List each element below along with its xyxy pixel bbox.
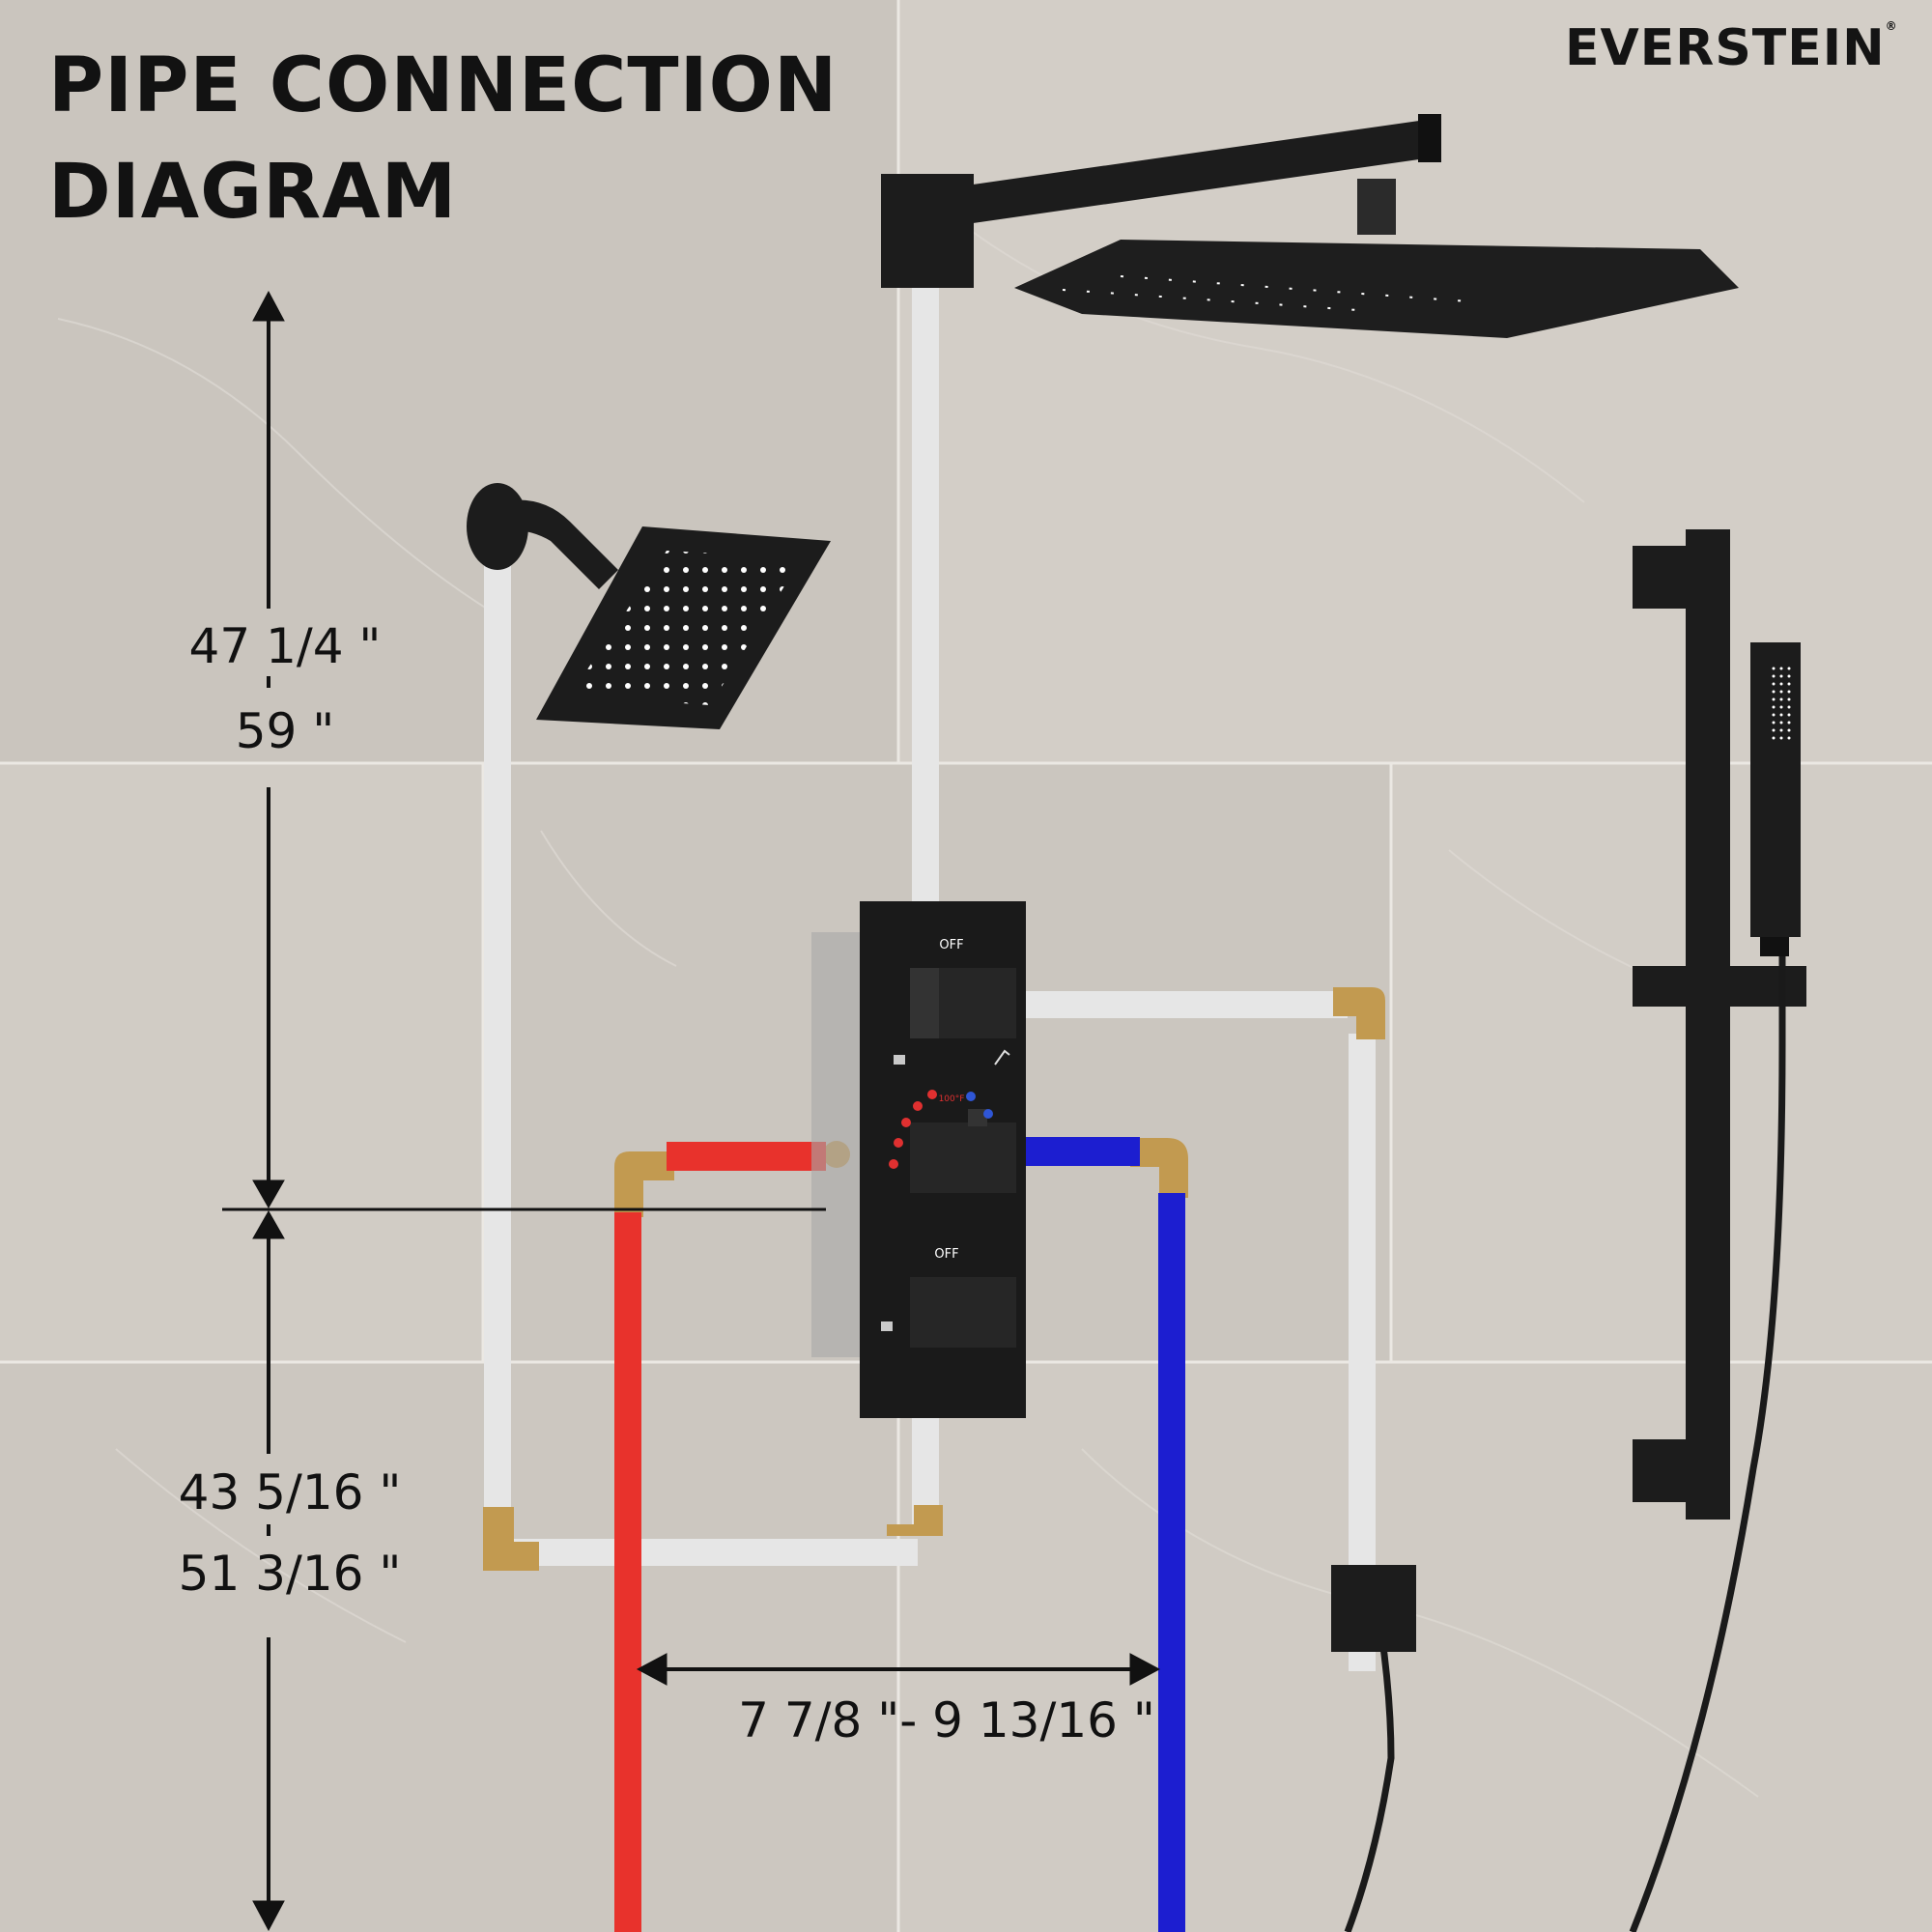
dimension-pipe-spacing: 7 7/8 "- 9 13/16 " — [738, 1692, 1155, 1748]
rain-shower-icon — [894, 1055, 905, 1065]
elbow-bottom-left — [483, 1507, 539, 1571]
dimension-lower-max: 51 3/16 " — [178, 1546, 402, 1602]
elbow-hot — [614, 1151, 674, 1217]
brand-logo: EVERSTEIN® — [1565, 19, 1913, 77]
wall-shower — [467, 483, 831, 729]
outlet-pipes — [484, 261, 1376, 1671]
dimension-lines — [222, 290, 1161, 1932]
shower-arm-flange — [881, 174, 974, 288]
valve-temp-label: 100°F — [939, 1094, 965, 1104]
shower-arm — [966, 118, 1439, 224]
hose-to-outlet — [1344, 1632, 1395, 1932]
wall-outlet — [1331, 1565, 1416, 1652]
elbow-cold — [1130, 1138, 1188, 1198]
rain-shower-head — [1014, 240, 1739, 338]
supply-pipes — [614, 1137, 1185, 1932]
arrow-up-top — [252, 290, 285, 322]
valve-top-label: OFF — [939, 938, 963, 952]
dimension-upper-min: 47 1/4 " — [188, 618, 382, 674]
hand-shower-hose — [1629, 956, 1786, 1932]
page-title-line-2: DIAGRAM — [48, 149, 458, 236]
hand-shower-icon — [994, 1049, 1010, 1065]
page-title-line-1: PIPE CONNECTION — [48, 43, 838, 129]
arrow-right — [1129, 1653, 1161, 1686]
dimension-upper-max: 59 " — [235, 703, 335, 759]
slide-bar-hand-shower — [1331, 529, 1806, 1932]
rain-shower-icon — [881, 1321, 893, 1331]
thermostatic-valve: OFF 100°F OFF — [811, 901, 1026, 1418]
brand-registered-mark: ® — [1885, 19, 1898, 33]
brand-name: EVERSTEIN — [1565, 19, 1886, 77]
slider-holder — [1633, 966, 1806, 1007]
wall-shower-arm — [497, 499, 618, 589]
slide-bar — [1686, 529, 1730, 1520]
ceiling-rain-shower — [881, 114, 1739, 338]
temperature-handle[interactable] — [910, 1122, 1016, 1193]
temperature-scale — [889, 1090, 993, 1169]
shower-head-connector — [1357, 179, 1396, 235]
elbow-bottom-middle — [887, 1505, 943, 1536]
bottom-handle[interactable] — [910, 1277, 1016, 1348]
valve-bottom-label: OFF — [934, 1247, 958, 1262]
brass-fittings — [483, 987, 1385, 1571]
arrow-down-mid — [252, 1179, 285, 1209]
dimension-lower-min: 43 5/16 " — [178, 1464, 402, 1520]
arrow-left — [636, 1653, 668, 1686]
arrow-down-bottom — [252, 1900, 285, 1932]
elbow-top-right — [1333, 987, 1385, 1039]
